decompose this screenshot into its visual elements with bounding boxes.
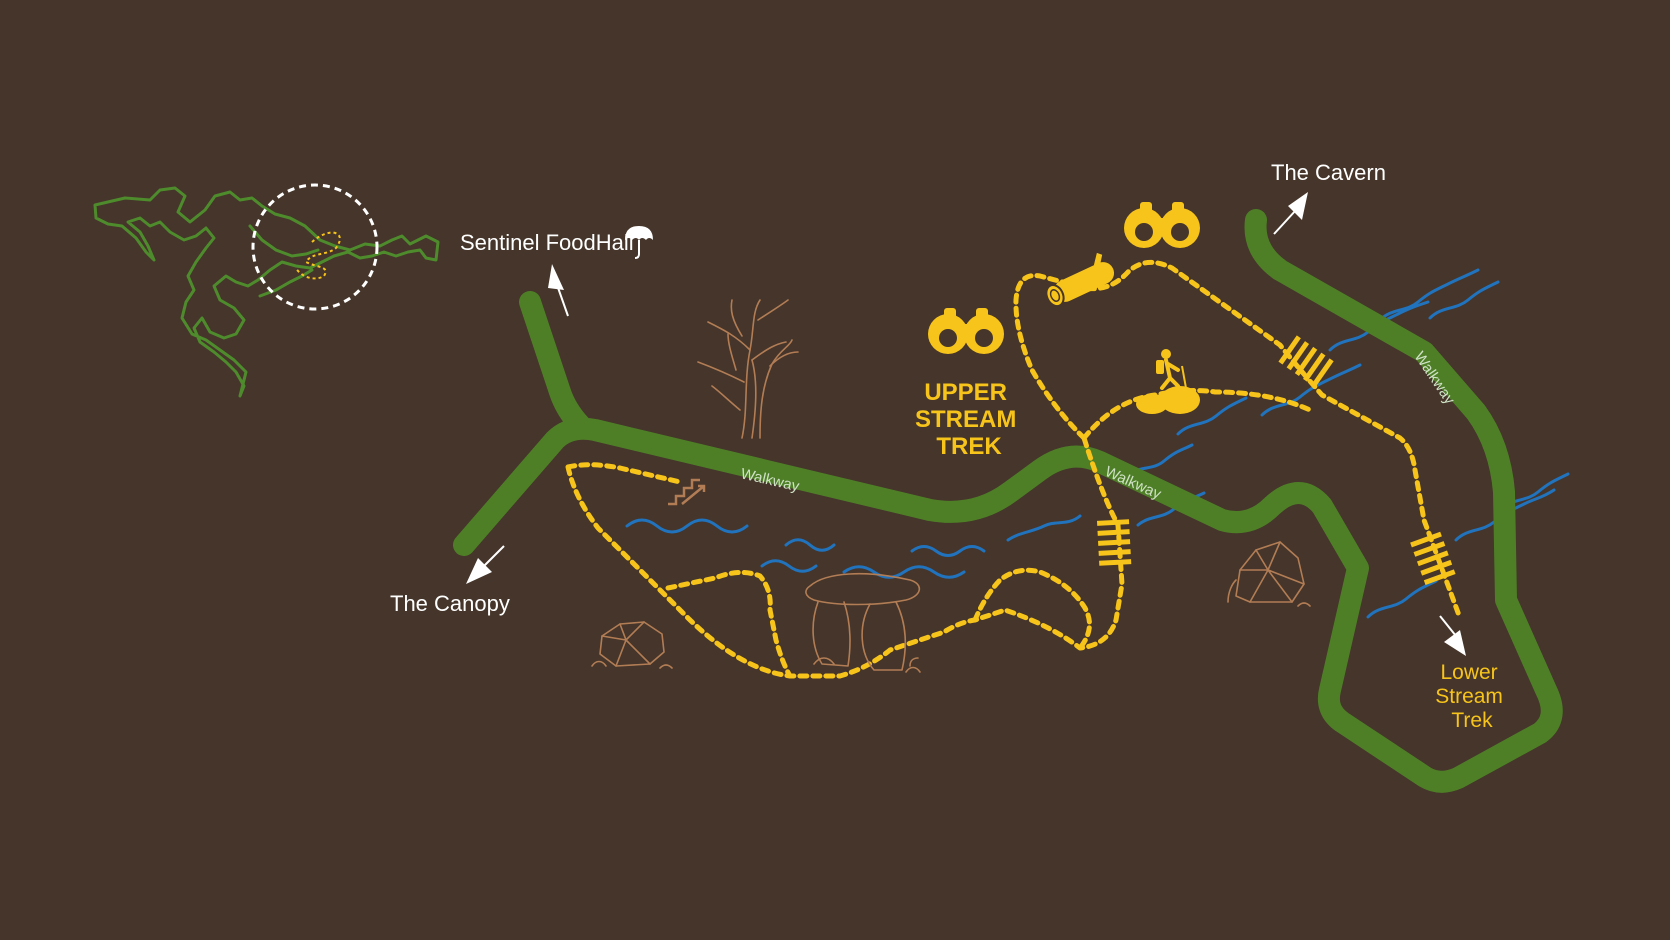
label-the-canopy: The Canopy (390, 591, 510, 616)
trail-upper (1013, 259, 1463, 621)
label-sentinel-foodhall: Sentinel FoodHall (460, 230, 634, 255)
stream-segment (1428, 280, 1500, 320)
inset-locator-map (93, 183, 440, 398)
dead-tree-icon (697, 299, 799, 439)
trail-lower (565, 435, 1125, 679)
stream-segment (625, 518, 749, 534)
stream-segment (842, 565, 966, 579)
stream-segment (1378, 268, 1480, 322)
stream-segment (1006, 514, 1082, 542)
walkway-main (453, 209, 1563, 793)
walkway-north-spur (519, 291, 591, 436)
footbridge-icon (1410, 531, 1456, 585)
stream-segment (1176, 396, 1248, 436)
label-upper-stream-trek: UPPER STREAM TREK (915, 379, 1023, 460)
inset-focus-circle (251, 183, 379, 311)
label-lower-stream-trek: Lower Stream Trek (1435, 661, 1509, 732)
boulder-icon (591, 621, 673, 669)
log-icon (1045, 252, 1115, 308)
stream-segment (784, 538, 836, 552)
footbridge-icon (1278, 335, 1334, 388)
inset-coastline (93, 186, 440, 398)
direction-arrow-icon (1439, 615, 1466, 656)
stream-segment (910, 545, 986, 557)
direction-arrow-icon (1273, 192, 1308, 235)
boulder-icon (1227, 541, 1311, 607)
stairs-icon (668, 478, 706, 506)
label-the-cavern: The Cavern (1271, 160, 1386, 185)
binoculars-icon (928, 308, 1004, 354)
stream-segment (1366, 579, 1438, 619)
stream-segment (760, 559, 818, 573)
umbrella-icon (625, 226, 653, 259)
direction-arrow-icon (466, 545, 505, 584)
dolmen-icon (805, 573, 921, 673)
footbridge-icon (1096, 519, 1132, 566)
trail-lower-loop (665, 567, 1092, 679)
hiker-icon (1136, 349, 1200, 414)
walkways (453, 209, 1563, 793)
inset-trail-highlight (295, 231, 341, 280)
binoculars-icon (1124, 202, 1200, 248)
direction-arrow-icon (548, 264, 569, 317)
